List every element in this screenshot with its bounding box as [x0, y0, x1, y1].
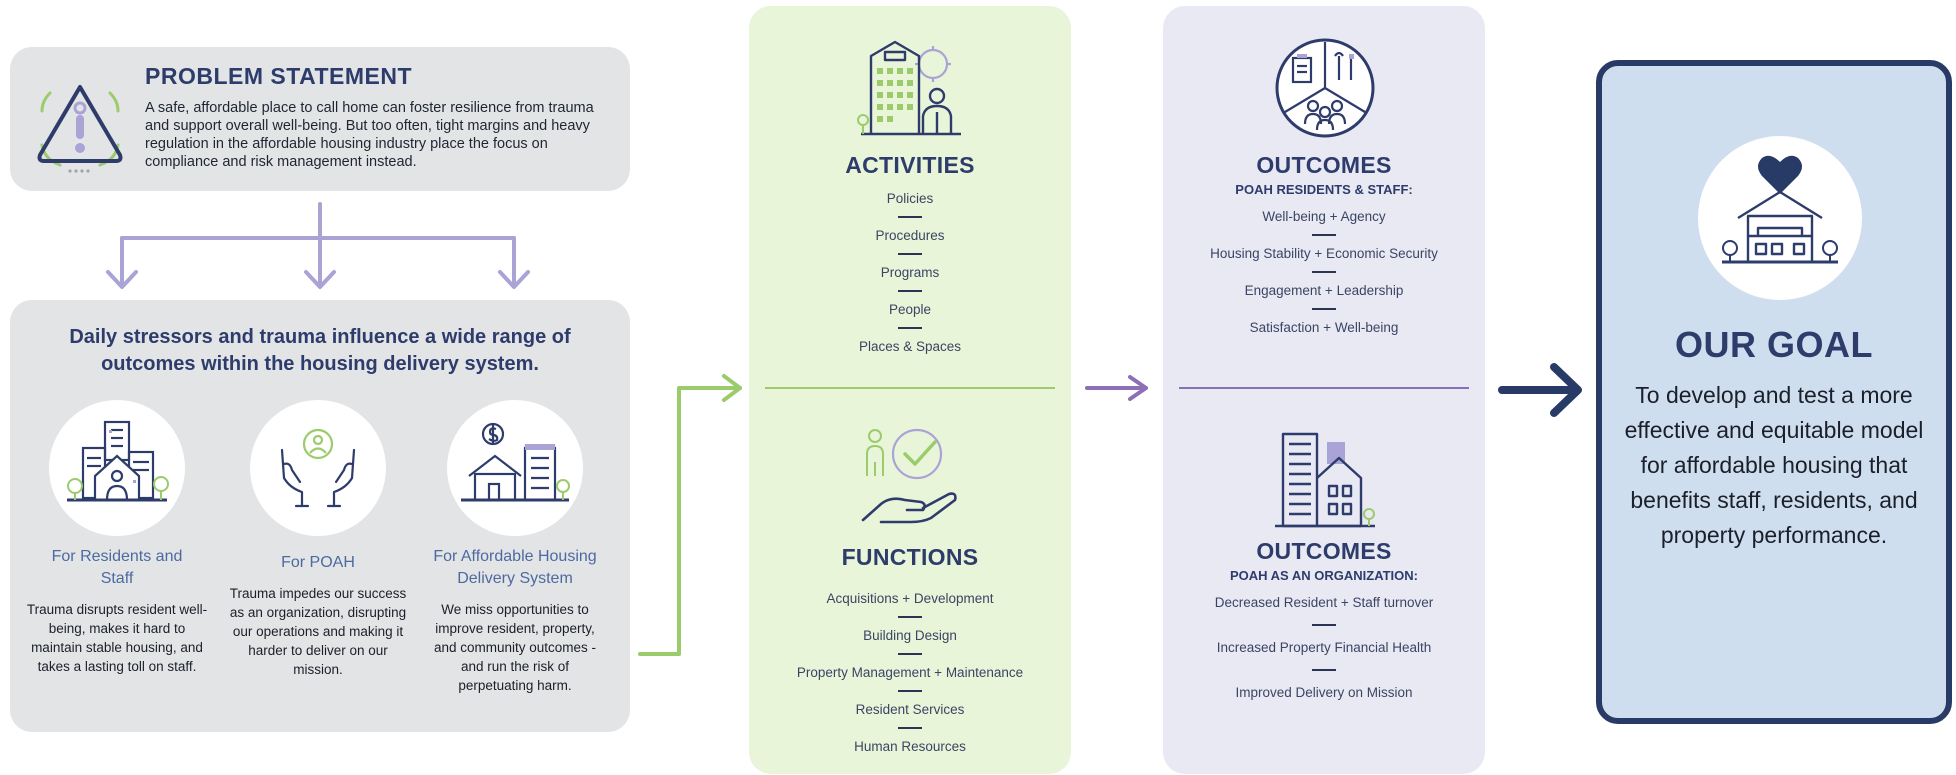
list-item: Building Design — [863, 628, 957, 643]
column-title: For POAH — [281, 554, 355, 571]
warning-triangle-icon — [37, 85, 123, 173]
separator — [1312, 308, 1336, 310]
column-residents-staff: For Residents and Staff Trauma disrupts … — [22, 400, 212, 676]
list-item: Increased Property Financial Health — [1216, 640, 1432, 655]
residents-buildings-icon — [49, 400, 185, 536]
violet-arrow — [1085, 375, 1148, 401]
column-poah: For POAH Trauma impedes our success as a… — [223, 400, 413, 679]
column-delivery-system: For Affordable Housing Delivery System W… — [420, 400, 610, 695]
list-item: Improved Delivery on Mission — [1235, 685, 1413, 700]
outcomes-org-list: Decreased Resident + Staff turnover Incr… — [1163, 594, 1485, 702]
separator — [1312, 234, 1336, 236]
functions-list: Acquisitions + Development Building Desi… — [749, 590, 1071, 756]
house-heart-icon — [1698, 136, 1862, 300]
activities-title: ACTIVITIES — [845, 152, 975, 178]
house-money-icon — [447, 400, 583, 536]
separator — [898, 616, 922, 618]
list-item: Human Resources — [854, 739, 966, 754]
list-item: Places & Spaces — [858, 339, 962, 354]
people-tools-icon — [1275, 38, 1375, 138]
separator — [898, 727, 922, 729]
list-item: Property Management + Maintenance — [796, 665, 1024, 680]
outcomes-panel: OUTCOMES POAH RESIDENTS & STAFF: Well-be… — [1163, 6, 1485, 774]
hand-check-icon — [861, 428, 957, 524]
list-item: Resident Services — [855, 702, 965, 717]
outcomes-org-title: OUTCOMES — [1256, 538, 1392, 564]
activities-functions-panel: ACTIVITIES Policies Procedures Programs … — [749, 6, 1071, 774]
goal-panel: OUR GOAL To develop and test a more effe… — [1596, 60, 1952, 724]
list-item: Acquisitions + Development — [826, 591, 994, 606]
problem-title: PROBLEM STATEMENT — [145, 63, 413, 89]
section-divider — [1179, 387, 1469, 389]
separator — [898, 216, 922, 218]
problem-branch-arrows — [106, 202, 530, 289]
list-item: Satisfaction + Well-being — [1249, 320, 1399, 335]
list-item: Programs — [880, 265, 940, 280]
separator — [898, 653, 922, 655]
building-gear-icon — [857, 40, 961, 136]
activities-list: Policies Procedures Programs People Plac… — [749, 190, 1071, 356]
outcomes-residents-subtitle: POAH RESIDENTS & STAFF: — [1235, 182, 1413, 197]
column-title: For Residents and Staff — [51, 548, 183, 587]
separator — [898, 290, 922, 292]
list-item: Well-being + Agency — [1262, 209, 1386, 224]
outcomes-residents-list: Well-being + Agency Housing Stability + … — [1163, 208, 1485, 337]
stressors-heading: Daily stressors and trauma influence a w… — [69, 326, 571, 375]
functions-title: FUNCTIONS — [841, 544, 979, 570]
list-item: Housing Stability + Economic Security — [1210, 246, 1438, 261]
buildings-icon — [1275, 432, 1375, 528]
separator — [898, 690, 922, 692]
separator — [1312, 624, 1336, 626]
separator — [1312, 271, 1336, 273]
column-title: For Affordable Housing Delivery System — [433, 548, 597, 587]
outcomes-org-subtitle: POAH AS AN ORGANIZATION: — [1229, 568, 1418, 583]
list-item: People — [888, 302, 932, 317]
list-item: Procedures — [875, 228, 945, 243]
problem-text: A safe, affordable place to call home ca… — [145, 100, 594, 170]
list-item: Engagement + Leadership — [1244, 283, 1404, 298]
green-elbow-arrow — [638, 374, 742, 656]
column-text: Trauma impedes our success as an organiz… — [229, 586, 407, 677]
hands-person-icon — [250, 400, 386, 536]
section-divider — [765, 387, 1055, 389]
column-text: Trauma disrupts resident well-being, mak… — [26, 602, 208, 674]
separator — [898, 253, 922, 255]
separator — [898, 327, 922, 329]
list-item: Policies — [886, 191, 934, 206]
stressors-panel: Daily stressors and trauma influence a w… — [10, 300, 630, 732]
list-item: Decreased Resident + Staff turnover — [1214, 595, 1434, 610]
problem-statement-panel: PROBLEM STATEMENT A safe, affordable pla… — [10, 47, 630, 191]
column-text: We miss opportunities to improve residen… — [433, 602, 597, 693]
separator — [1312, 669, 1336, 671]
goal-title: OUR GOAL — [1675, 324, 1873, 365]
navy-goal-arrow — [1498, 363, 1582, 417]
goal-text: To develop and test a more effective and… — [1624, 382, 1924, 548]
outcomes-residents-title: OUTCOMES — [1256, 152, 1392, 178]
